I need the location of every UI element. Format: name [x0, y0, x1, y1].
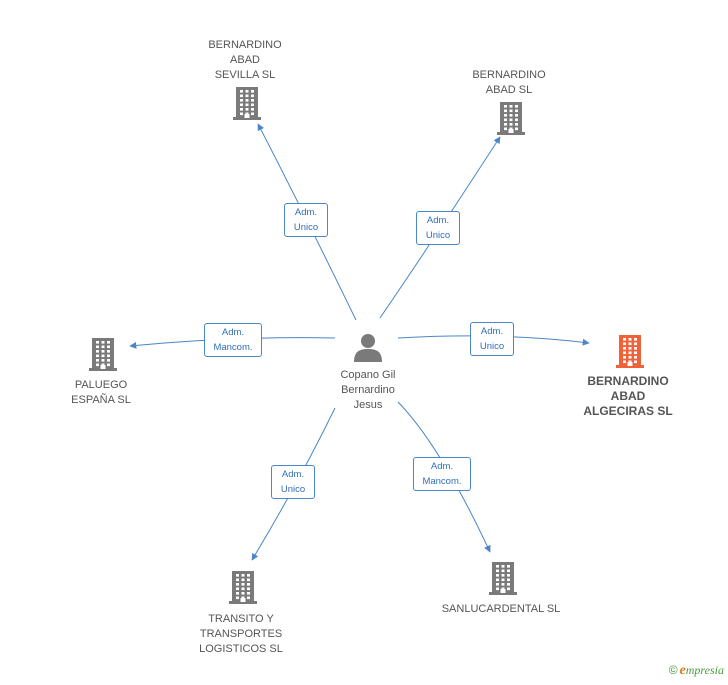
company-name-paluego[interactable]: PALUEGO ESPAÑA SL	[71, 379, 131, 406]
relation-label-transito[interactable]: Adm. Unico	[271, 465, 315, 499]
company-node-algeciras[interactable]	[615, 334, 645, 368]
company-name-sanlucar[interactable]: SANLUCARDENTAL SL	[441, 603, 561, 615]
building-icon	[616, 335, 644, 368]
relation-label-paluego[interactable]: Adm. Mancom.	[204, 323, 262, 357]
empresia-footer: ©empresia	[669, 663, 724, 679]
brand-initial: e	[679, 663, 686, 678]
company-node-sanlucar[interactable]	[488, 561, 518, 595]
building-icon	[233, 87, 261, 120]
person-icon	[354, 334, 382, 362]
relation-label-abad[interactable]: Adm. Unico	[416, 211, 460, 245]
relation-label-algeciras[interactable]: Adm. Unico	[470, 322, 514, 356]
company-node-transito[interactable]	[228, 570, 258, 604]
company-name-abad[interactable]: BERNARDINO ABAD SL	[472, 69, 546, 96]
company-name-sevilla[interactable]: BERNARDINO ABAD SEVILLA SL	[208, 39, 282, 81]
brand-name: mpresia	[685, 663, 724, 677]
building-icon	[229, 571, 257, 604]
center-person-node[interactable]: Copano Gil Bernardino Jesus	[318, 330, 418, 420]
copyright-symbol: ©	[668, 663, 678, 677]
company-node-sevilla[interactable]	[232, 86, 262, 120]
company-name-algeciras[interactable]: BERNARDINO ABAD ALGECIRAS SL	[583, 374, 673, 418]
relation-label-sevilla[interactable]: Adm. Unico	[284, 203, 328, 237]
building-icon	[89, 338, 117, 371]
company-name-transito[interactable]: TRANSITO Y TRANSPORTES LOGISTICOS SL	[199, 613, 283, 655]
company-node-abad[interactable]	[496, 101, 526, 135]
building-icon	[489, 562, 517, 595]
relation-label-sanlucar[interactable]: Adm. Mancom.	[413, 457, 471, 491]
company-node-paluego[interactable]	[88, 337, 118, 371]
person-name: Copano Gil Bernardino Jesus	[340, 369, 396, 411]
building-icon	[497, 102, 525, 135]
